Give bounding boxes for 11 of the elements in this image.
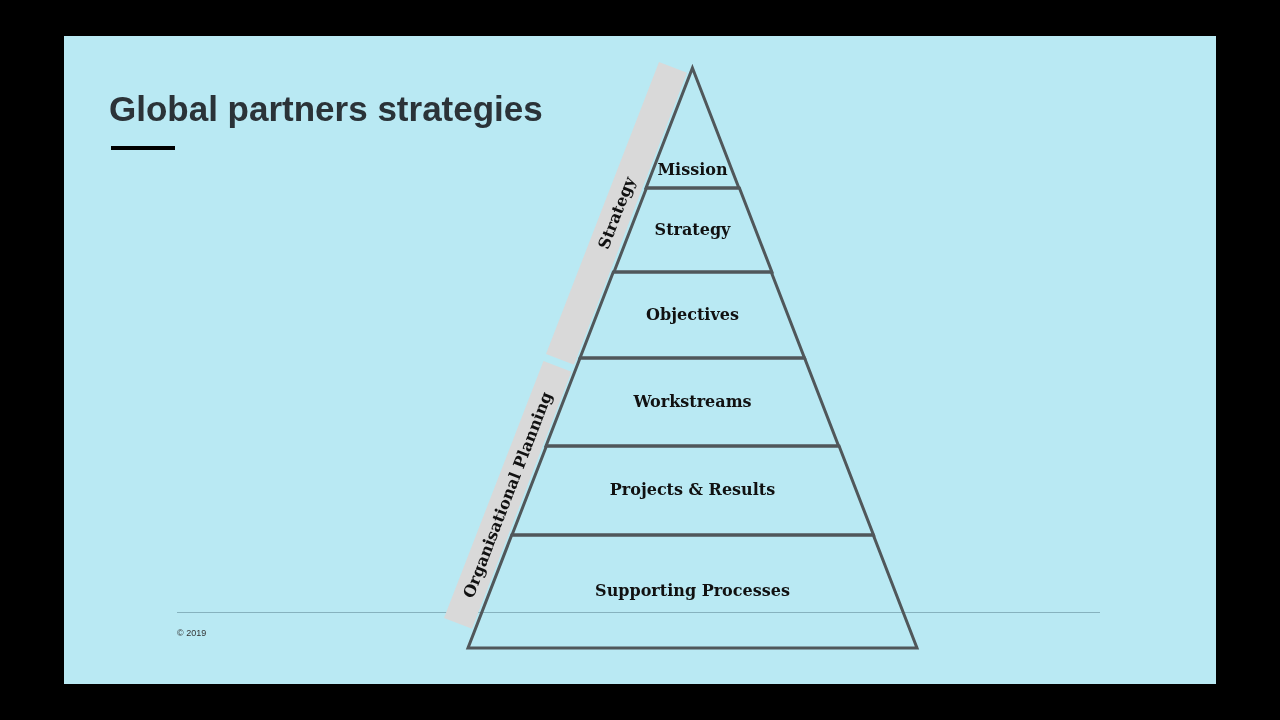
slide-title: Global partners strategies [109,88,543,130]
tier-label: Supporting Processes [595,581,790,601]
side-band [444,361,572,629]
tier-label: Objectives [646,305,739,325]
tier-label: Workstreams [633,392,752,412]
tier-label: Mission [657,160,728,180]
footer-note: © 2019 [177,628,207,639]
pyramid-tier [578,270,807,360]
tier-label: Projects & Results [609,480,776,500]
tier-label: Strategy [654,220,731,240]
pyramid-apex [644,66,741,190]
